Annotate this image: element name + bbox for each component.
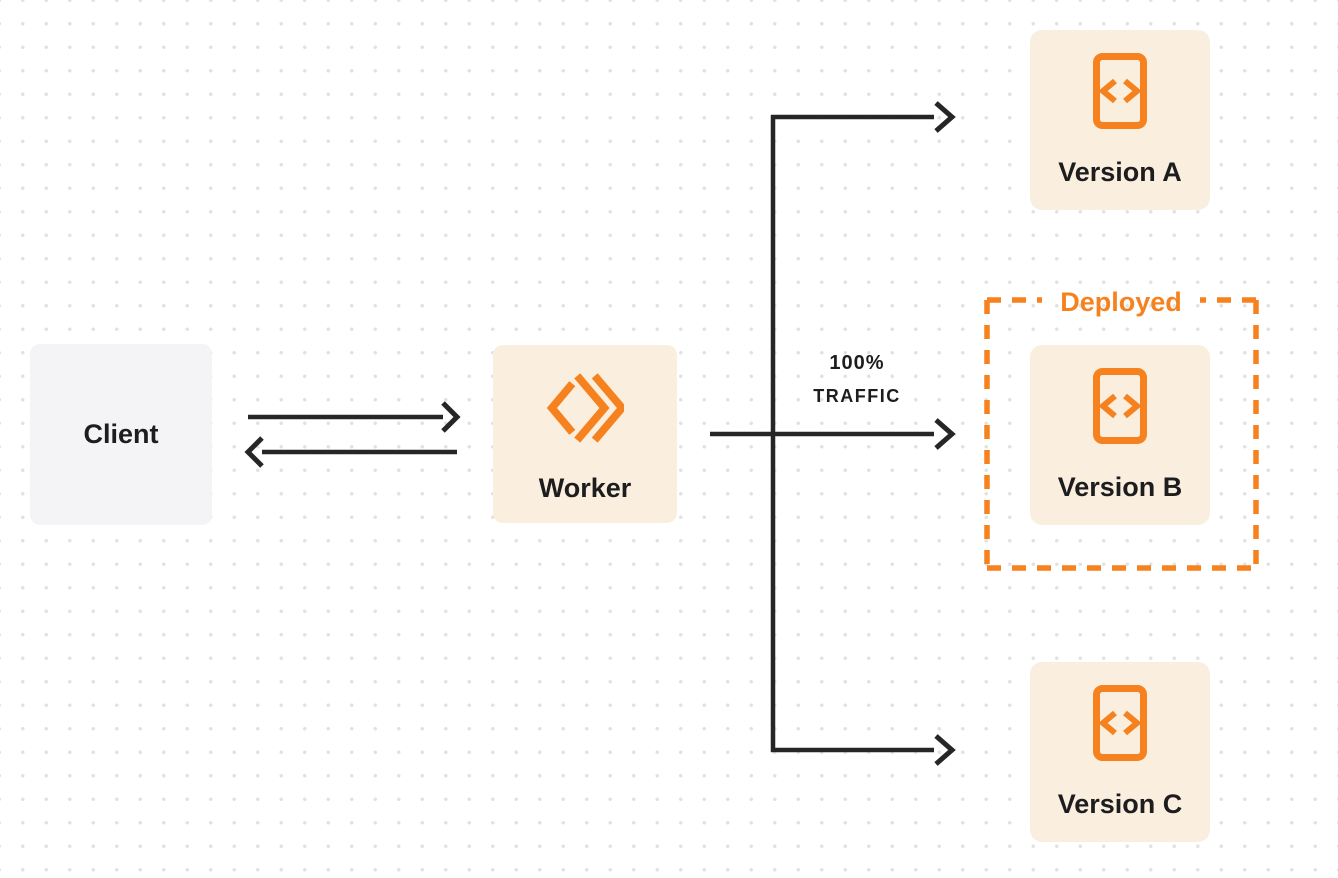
version-a-label: Version A bbox=[1058, 157, 1182, 187]
client-label: Client bbox=[83, 419, 159, 449]
node-version-b: Version B bbox=[1030, 345, 1210, 525]
version-c-label: Version C bbox=[1057, 789, 1183, 819]
deployed-badge: Deployed bbox=[1060, 287, 1182, 317]
traffic-percent: 100% bbox=[829, 352, 885, 374]
code-file-icon bbox=[1091, 684, 1149, 762]
arrow-to-version-c-head-icon bbox=[934, 734, 956, 766]
version-b-label: Version B bbox=[1057, 472, 1183, 502]
node-version-a: Version A bbox=[1030, 30, 1210, 210]
traffic-word: TRAFFIC bbox=[813, 386, 901, 406]
node-version-c: Version C bbox=[1030, 662, 1210, 842]
arrow-to-version-b-head-icon bbox=[934, 418, 956, 450]
arrow-client-to-worker-head-icon bbox=[441, 401, 461, 433]
workers-logo-icon bbox=[546, 368, 624, 445]
code-file-icon bbox=[1091, 367, 1149, 445]
traffic-label: 100% TRAFFIC bbox=[782, 351, 932, 408]
arrow-to-version-a-head-icon bbox=[934, 101, 956, 133]
arrow-worker-to-client-head-icon bbox=[244, 436, 264, 468]
node-worker: Worker bbox=[493, 345, 677, 523]
node-client: Client bbox=[30, 344, 212, 525]
worker-label: Worker bbox=[538, 473, 632, 503]
code-file-icon bbox=[1091, 52, 1149, 130]
